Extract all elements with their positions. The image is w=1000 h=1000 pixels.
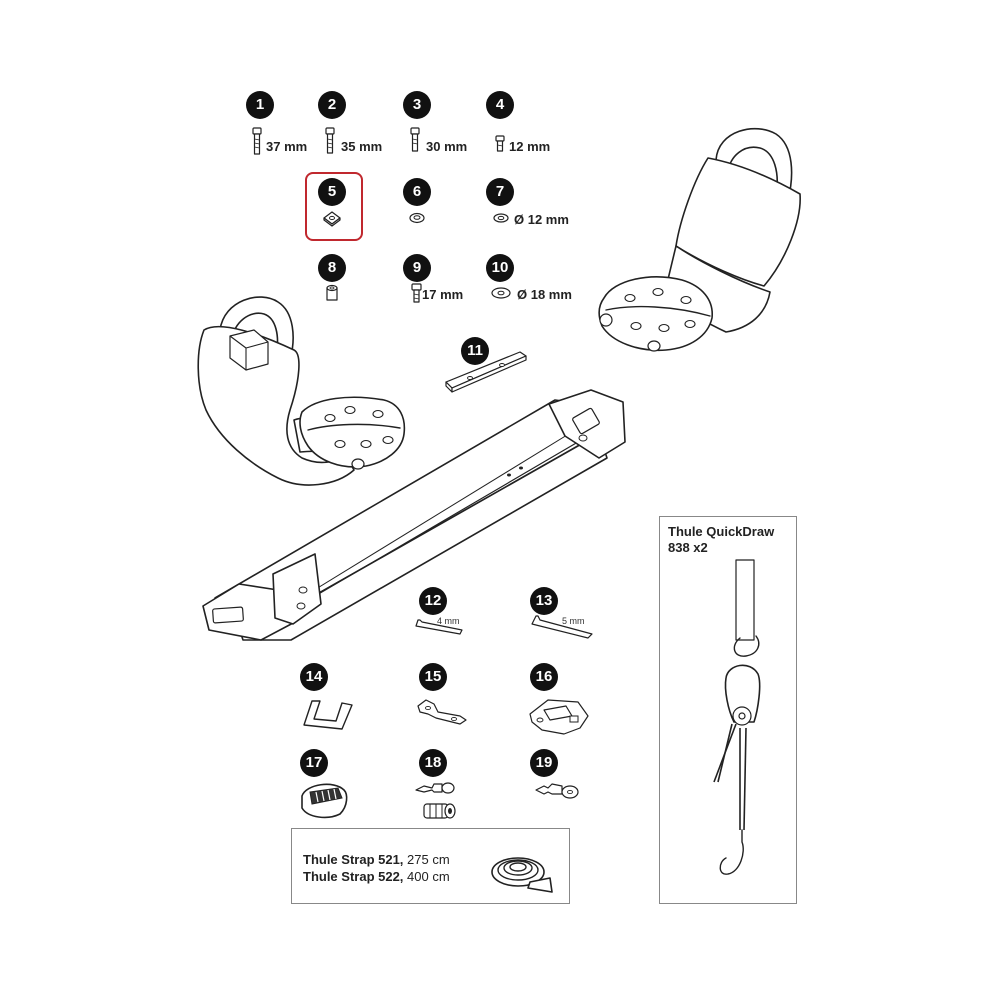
bolt-12mm-icon [495,135,505,152]
strap-roll-icon [491,857,553,893]
part-number-6: 6 [403,178,431,206]
part-number-17: 17 [300,749,328,777]
main-rail [202,389,626,641]
lock-cylinder-key-icon [415,782,456,819]
quickdraw-tiedown-icon [713,559,761,875]
rubber-cap-icon [301,783,348,819]
part-label-12: 4 mm [437,616,460,626]
hex-key-4mm-icon [415,619,463,635]
part-label-9: 17 mm [422,287,464,302]
part-label-3: 30 mm [426,139,468,154]
part-number-5: 5 [318,178,346,206]
strap-521-line: Thule Strap 521, 275 cm [303,852,450,867]
strap-521-name: Thule Strap 521, [303,852,404,867]
part-label-1: 37 mm [266,139,308,154]
part-number-16: 16 [530,663,558,691]
left-kayak-cradle [197,296,406,486]
quickdraw-box [659,516,797,904]
part-label-4: 12 mm [509,139,551,154]
spring-washer-icon [409,212,425,224]
part-number-3: 3 [403,91,431,119]
washer-18mm-icon [491,287,511,299]
bolt-35mm-icon [325,127,335,154]
quickdraw-title: Thule QuickDraw [668,524,775,539]
mounting-plate-icon [445,351,527,393]
part-number-4: 4 [486,91,514,119]
end-cap-icon [529,699,589,735]
strap-521-length: 275 cm [403,852,450,867]
key-icon [535,783,579,799]
part-number-8: 8 [318,254,346,282]
bolt-37mm-icon [252,127,262,155]
strap-522-length: 400 cm [403,869,450,884]
part-number-18: 18 [419,749,447,777]
part-number-10: 10 [486,254,514,282]
washer-12mm-icon [493,213,509,223]
part-number-2: 2 [318,91,346,119]
spacer-sleeve-icon [326,284,338,301]
part-number-9: 9 [403,254,431,282]
part-number-7: 7 [486,178,514,206]
part-label-10: Ø 18 mm [517,287,572,302]
right-kayak-cradle [598,127,801,352]
strap-522-name: Thule Strap 522, [303,869,404,884]
part-number-14: 14 [300,663,328,691]
u-clip-icon [303,700,353,730]
part-number-1: 1 [246,91,274,119]
part-number-15: 15 [419,663,447,691]
strap-box [291,828,570,904]
hex-key-5mm-icon [531,615,593,639]
part-label-2: 35 mm [341,139,383,154]
strap-bracket-icon [417,699,467,725]
quickdraw-quantity: 838 x2 [668,540,708,555]
part-label-7: Ø 12 mm [514,212,569,227]
bolt-17mm-icon [411,283,422,303]
square-nut-icon [323,211,341,227]
part-number-12: 12 [419,587,447,615]
part-number-19: 19 [530,749,558,777]
part-5-highlight [305,172,363,241]
part-number-13: 13 [530,587,558,615]
part-number-11: 11 [461,337,489,365]
part-label-13: 5 mm [562,616,585,626]
strap-522-line: Thule Strap 522, 400 cm [303,869,450,884]
bolt-30mm-icon [410,127,420,152]
